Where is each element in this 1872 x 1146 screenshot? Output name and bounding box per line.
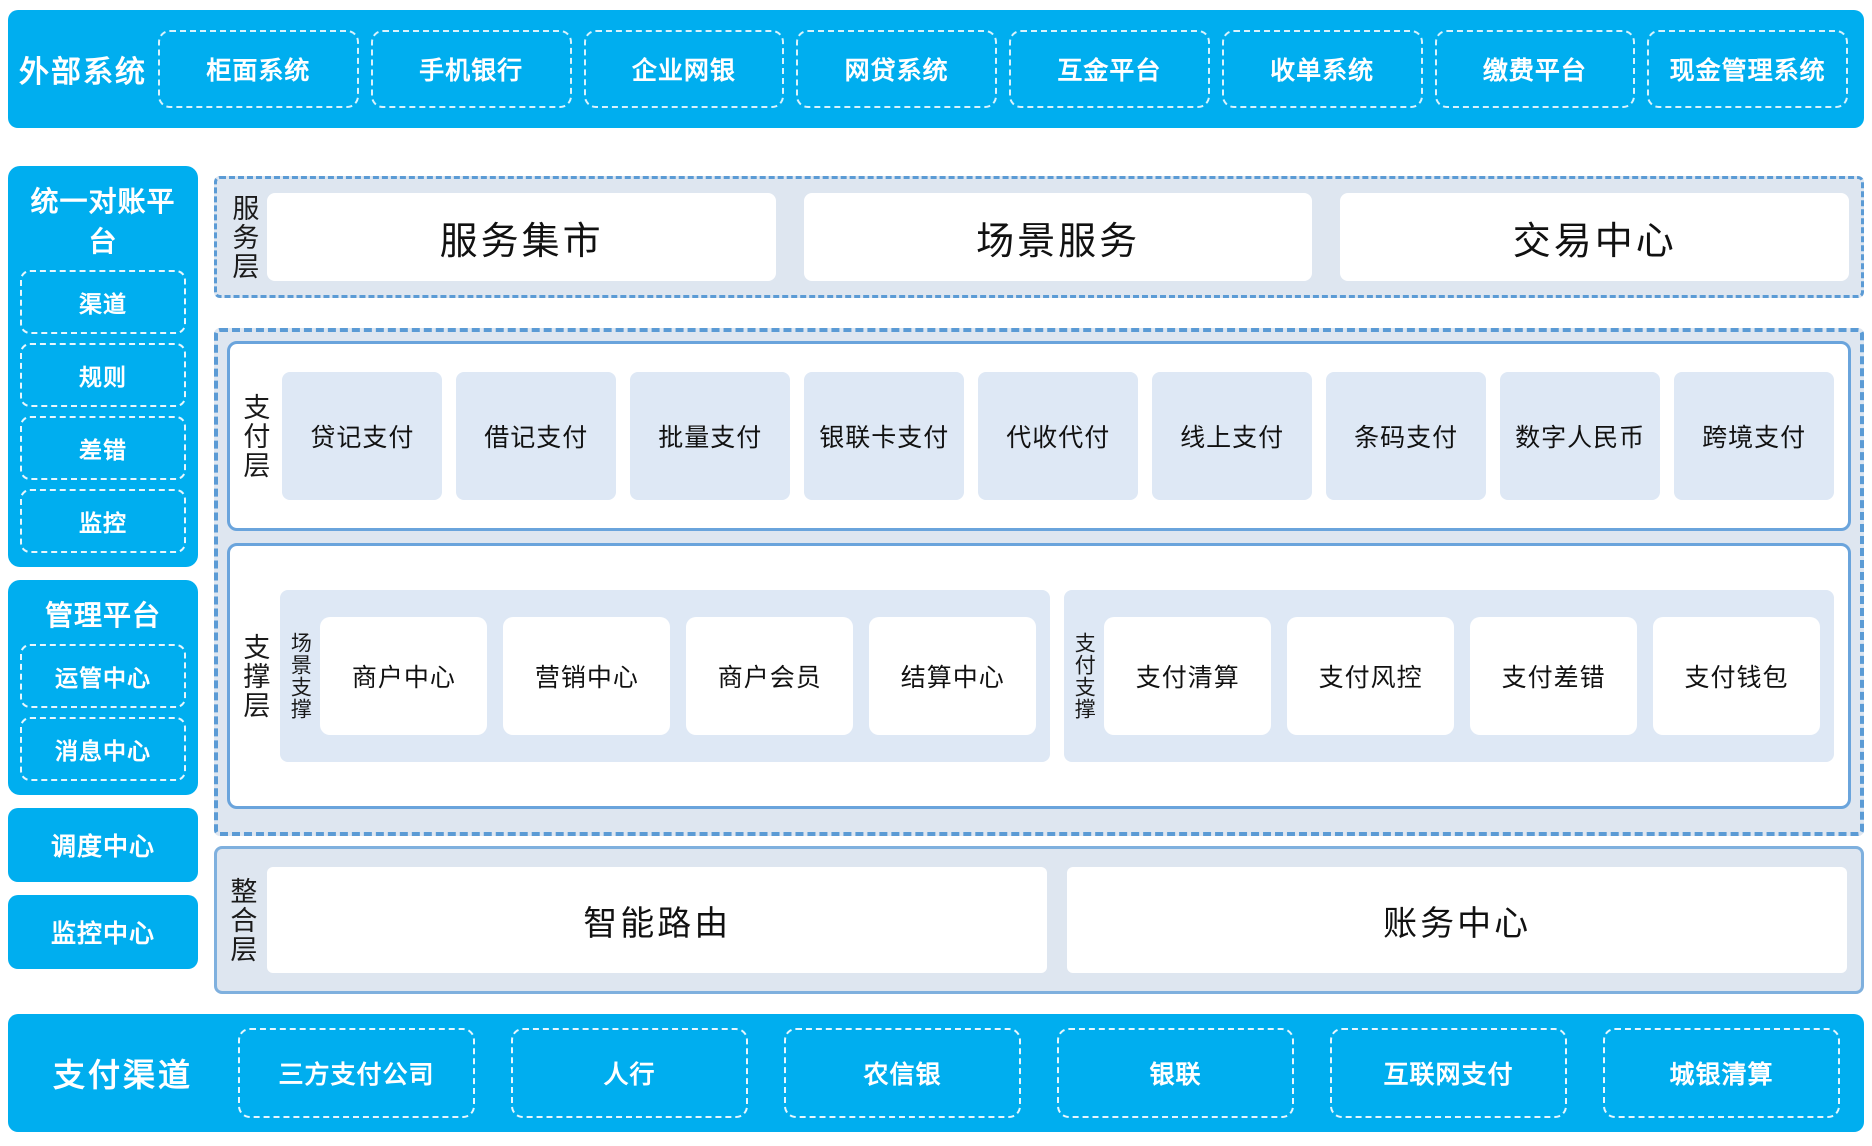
external-system-item[interactable]: 互金平台 — [1009, 30, 1210, 108]
service-layer-cards: 服务集市 场景服务 交易中心 — [267, 193, 1849, 281]
scheduling-center-card[interactable]: 调度中心 — [8, 808, 198, 882]
external-system-item[interactable]: 缴费平台 — [1434, 30, 1636, 108]
payment-channels-list: 三方支付公司 人行 农信银 银联 互联网支付 城银清算 — [238, 1028, 1864, 1118]
external-system-item[interactable]: 网贷系统 — [796, 30, 997, 108]
payment-item-debit[interactable]: 借记支付 — [456, 372, 617, 500]
service-card-transaction[interactable]: 交易中心 — [1340, 193, 1849, 281]
payment-item-barcode[interactable]: 条码支付 — [1326, 372, 1487, 500]
payment-item-unionpay-card[interactable]: 银联卡支付 — [804, 372, 965, 500]
support-card-merchant-member[interactable]: 商户会员 — [686, 617, 854, 735]
payment-channels-bar: 支付渠道 三方支付公司 人行 农信银 银联 互联网支付 城银清算 — [8, 1014, 1864, 1132]
external-system-item[interactable]: 企业网银 — [583, 30, 785, 108]
external-system-item[interactable]: 柜面系统 — [158, 30, 359, 108]
payment-channels-title: 支付渠道 — [52, 1057, 193, 1093]
payment-layer-label: 支付层 — [239, 392, 270, 480]
management-item-operations-center[interactable]: 运管中心 — [20, 644, 186, 708]
integration-layer-cards: 智能路由 账务中心 — [267, 867, 1847, 973]
external-systems-title: 外部系统 — [19, 56, 147, 89]
reconciliation-item-channel[interactable]: 渠道 — [20, 270, 186, 334]
support-group-payment-label: 支付支撑 — [1072, 632, 1096, 720]
support-card-settlement-center[interactable]: 结算中心 — [869, 617, 1037, 735]
reconciliation-item-monitor[interactable]: 监控 — [20, 489, 186, 553]
support-group-payment-cards: 支付清算 支付风控 支付差错 支付钱包 — [1104, 617, 1821, 735]
monitoring-center-card[interactable]: 监控中心 — [8, 895, 198, 969]
payment-item-cross-border[interactable]: 跨境支付 — [1674, 372, 1835, 500]
reconciliation-item-rule[interactable]: 规则 — [20, 343, 186, 407]
payment-channel-cityclearing[interactable]: 城银清算 — [1603, 1028, 1840, 1118]
integration-layer-label: 整合层 — [226, 876, 257, 964]
integration-card-accounting-center[interactable]: 账务中心 — [1067, 867, 1847, 973]
payment-channel-pboc[interactable]: 人行 — [511, 1028, 748, 1118]
support-group-scenario-label: 场景支撑 — [288, 632, 312, 720]
payment-item-digital-rmb[interactable]: 数字人民币 — [1500, 372, 1661, 500]
payment-item-online[interactable]: 线上支付 — [1152, 372, 1313, 500]
service-card-scenario[interactable]: 场景服务 — [803, 193, 1313, 281]
external-system-item[interactable]: 手机银行 — [370, 30, 572, 108]
support-layer-panel: 支撑层 场景支撑 商户中心 营销中心 商户会员 结算中心 支付支撑 支付清算 支… — [227, 543, 1851, 809]
support-group-payment: 支付支撑 支付清算 支付风控 支付差错 支付钱包 — [1064, 590, 1834, 762]
support-group-scenario-cards: 商户中心 营销中心 商户会员 结算中心 — [320, 617, 1037, 735]
payment-channel-rcc[interactable]: 农信银 — [784, 1028, 1021, 1118]
support-layer-groups: 场景支撑 商户中心 营销中心 商户会员 结算中心 支付支撑 支付清算 支付风控 … — [280, 590, 1834, 762]
integration-layer-container: 整合层 智能路由 账务中心 — [214, 846, 1864, 994]
external-systems-list: 柜面系统 手机银行 企业网银 网贷系统 互金平台 收单系统 缴费平台 现金管理系… — [158, 30, 1852, 108]
support-card-payment-wallet[interactable]: 支付钱包 — [1653, 617, 1821, 735]
support-card-payment-risk[interactable]: 支付风控 — [1287, 617, 1455, 735]
support-group-scenario: 场景支撑 商户中心 营销中心 商户会员 结算中心 — [280, 590, 1051, 762]
external-system-item[interactable]: 收单系统 — [1221, 30, 1423, 108]
payment-channel-third-party[interactable]: 三方支付公司 — [238, 1028, 475, 1118]
payment-item-credit[interactable]: 贷记支付 — [282, 372, 443, 500]
payment-channel-unionpay[interactable]: 银联 — [1057, 1028, 1294, 1118]
management-item-message-center[interactable]: 消息中心 — [20, 717, 186, 781]
support-card-payment-clearing[interactable]: 支付清算 — [1104, 617, 1272, 735]
service-layer-container: 服务层 服务集市 场景服务 交易中心 — [214, 176, 1864, 298]
payment-layer-panel: 支付层 贷记支付 借记支付 批量支付 银联卡支付 代收代付 线上支付 条码支付 … — [227, 341, 1851, 531]
management-platform-title: 管理平台 — [44, 600, 161, 631]
service-card-marketplace[interactable]: 服务集市 — [267, 193, 776, 281]
left-rail: 统一对账平台 渠道 规则 差错 监控 管理平台 运管中心 消息中心 调度中心 监… — [8, 166, 198, 982]
external-systems-bar: 外部系统 柜面系统 手机银行 企业网银 网贷系统 互金平台 收单系统 缴费平台 … — [8, 10, 1864, 128]
support-card-merchant-center[interactable]: 商户中心 — [320, 617, 488, 735]
support-layer-label: 支撑层 — [239, 632, 270, 720]
payment-layer-items: 贷记支付 借记支付 批量支付 银联卡支付 代收代付 线上支付 条码支付 数字人民… — [282, 372, 1835, 500]
service-layer-label: 服务层 — [228, 193, 259, 281]
payment-item-batch[interactable]: 批量支付 — [630, 372, 791, 500]
reconciliation-platform-title: 统一对账平台 — [30, 186, 176, 257]
payment-item-collection-payment[interactable]: 代收代付 — [978, 372, 1139, 500]
reconciliation-item-error[interactable]: 差错 — [20, 416, 186, 480]
core-layers-container: 支付层 贷记支付 借记支付 批量支付 银联卡支付 代收代付 线上支付 条码支付 … — [214, 328, 1864, 836]
external-system-item[interactable]: 现金管理系统 — [1647, 30, 1848, 108]
reconciliation-platform-card: 统一对账平台 渠道 规则 差错 监控 — [8, 166, 198, 567]
payment-channel-internet[interactable]: 互联网支付 — [1330, 1028, 1567, 1118]
support-card-marketing-center[interactable]: 营销中心 — [503, 617, 671, 735]
management-platform-card: 管理平台 运管中心 消息中心 — [8, 580, 198, 795]
integration-card-smart-routing[interactable]: 智能路由 — [267, 867, 1048, 973]
support-card-payment-error[interactable]: 支付差错 — [1470, 617, 1638, 735]
